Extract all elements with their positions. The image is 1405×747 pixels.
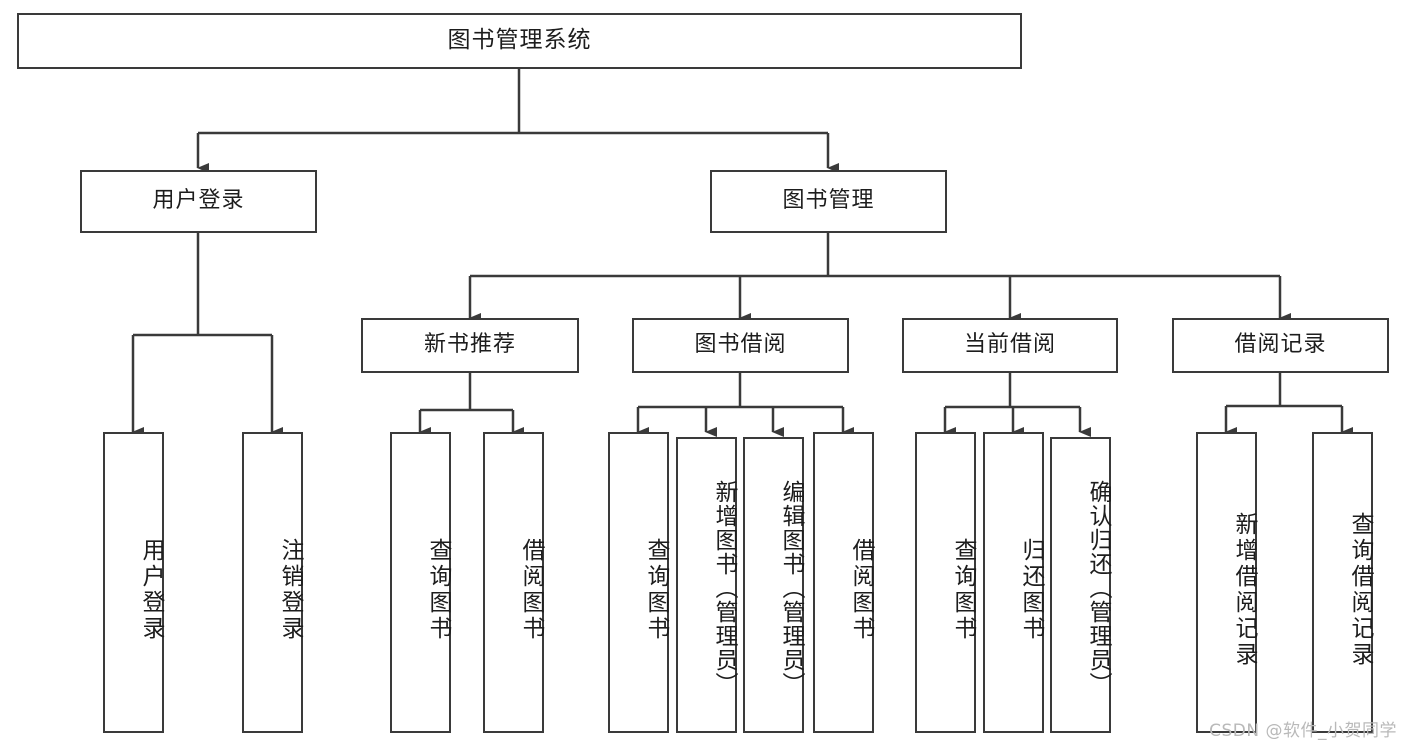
leaf-borrow-book-new[interactable]: 借阅图书 xyxy=(483,432,544,733)
node-root-system[interactable]: 图书管理系统 xyxy=(17,13,1022,69)
leaf-query-book-new[interactable]: 查询图书 xyxy=(390,432,451,733)
leaf-borrow-book[interactable]: 借阅图书 xyxy=(813,432,874,733)
watermark-text: CSDN @软件_小贺同学 xyxy=(1209,721,1397,741)
node-user-login[interactable]: 用户登录 xyxy=(80,170,317,233)
leaf-return-book[interactable]: 归还图书 xyxy=(983,432,1044,733)
leaf-user-login[interactable]: 用户登录 xyxy=(103,432,164,733)
leaf-query-book-borrow[interactable]: 查询图书 xyxy=(608,432,669,733)
node-borrow-record[interactable]: 借阅记录 xyxy=(1172,318,1389,373)
node-book-management[interactable]: 图书管理 xyxy=(710,170,947,233)
leaf-add-book-admin[interactable]: 新增图书（管理员） xyxy=(676,437,737,733)
leaf-edit-book-admin[interactable]: 编辑图书（管理员） xyxy=(743,437,804,733)
leaf-query-book-current[interactable]: 查询图书 xyxy=(915,432,976,733)
leaf-confirm-return-admin[interactable]: 确认归还（管理员） xyxy=(1050,437,1111,733)
node-book-borrow[interactable]: 图书借阅 xyxy=(632,318,849,373)
node-current-borrow[interactable]: 当前借阅 xyxy=(902,318,1118,373)
node-new-book-recommend[interactable]: 新书推荐 xyxy=(361,318,579,373)
leaf-add-borrow-record[interactable]: 新增借阅记录 xyxy=(1196,432,1257,733)
leaf-query-borrow-record[interactable]: 查询借阅记录 xyxy=(1312,432,1373,733)
leaf-logout[interactable]: 注销登录 xyxy=(242,432,303,733)
